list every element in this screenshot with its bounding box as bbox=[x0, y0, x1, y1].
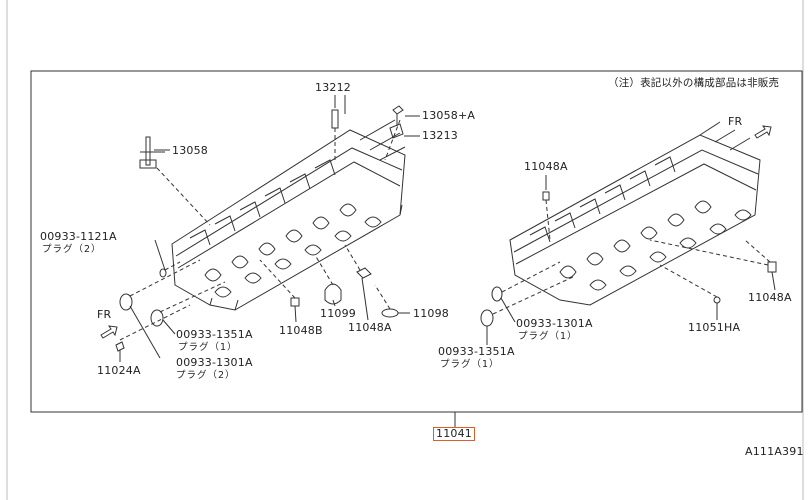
callout-00933-1301a-right[interactable]: 00933-1301A bbox=[516, 317, 593, 330]
callout-13212[interactable]: 13212 bbox=[315, 81, 351, 94]
right-dashed-projection bbox=[492, 199, 771, 315]
callout-11098[interactable]: 11098 bbox=[413, 307, 449, 320]
callout-00933-1121a[interactable]: 00933-1121A bbox=[40, 230, 117, 243]
callout-00933-1301a-left[interactable]: 00933-1301A bbox=[176, 356, 253, 369]
diagram-code: A111A391 bbox=[745, 445, 804, 458]
callout-11048a-far-right[interactable]: 11048A bbox=[748, 291, 792, 304]
left-cylinder-head bbox=[171, 119, 406, 311]
right-cylinder-head bbox=[509, 121, 761, 306]
callout-13058[interactable]: 13058 bbox=[172, 144, 208, 157]
non-sale-note: （注）表記以外の構成部品は非販売 bbox=[608, 77, 780, 89]
plug-qty-label: プラグ（1） bbox=[178, 342, 238, 353]
plug-qty-label: プラグ（2） bbox=[176, 370, 236, 381]
callout-11024a[interactable]: 11024A bbox=[97, 364, 141, 377]
front-marker-left: FR bbox=[97, 308, 112, 321]
callout-11099[interactable]: 11099 bbox=[320, 307, 356, 320]
front-marker-right: FR bbox=[728, 115, 743, 128]
plug-qty-label: プラグ（1） bbox=[518, 331, 578, 342]
right-front-arrow-icon bbox=[754, 125, 772, 139]
callout-11048a-left[interactable]: 11048A bbox=[348, 321, 392, 334]
callout-11048a-right[interactable]: 11048A bbox=[524, 160, 568, 173]
part-13212-shape bbox=[331, 109, 339, 129]
callout-00933-1351a-left[interactable]: 00933-1351A bbox=[176, 328, 253, 341]
callout-13213[interactable]: 13213 bbox=[422, 129, 458, 142]
callout-13058a[interactable]: 13058+A bbox=[422, 109, 476, 122]
assembly-frame bbox=[30, 70, 803, 413]
left-small-parts bbox=[115, 95, 420, 352]
callout-11048b[interactable]: 11048B bbox=[279, 324, 323, 337]
plug-qty-label: プラグ（2） bbox=[42, 244, 102, 255]
callout-11051ha[interactable]: 11051HA bbox=[688, 321, 741, 334]
callout-00933-1351a-right[interactable]: 00933-1351A bbox=[438, 345, 515, 358]
right-leader-lines bbox=[486, 175, 776, 345]
left-front-arrow-icon bbox=[100, 325, 118, 339]
left-leader-lines bbox=[119, 95, 410, 362]
assembly-part-number[interactable]: 11041 bbox=[433, 427, 475, 441]
left-dashed-projection bbox=[119, 119, 401, 341]
plug-qty-label: プラグ（1） bbox=[440, 359, 500, 370]
